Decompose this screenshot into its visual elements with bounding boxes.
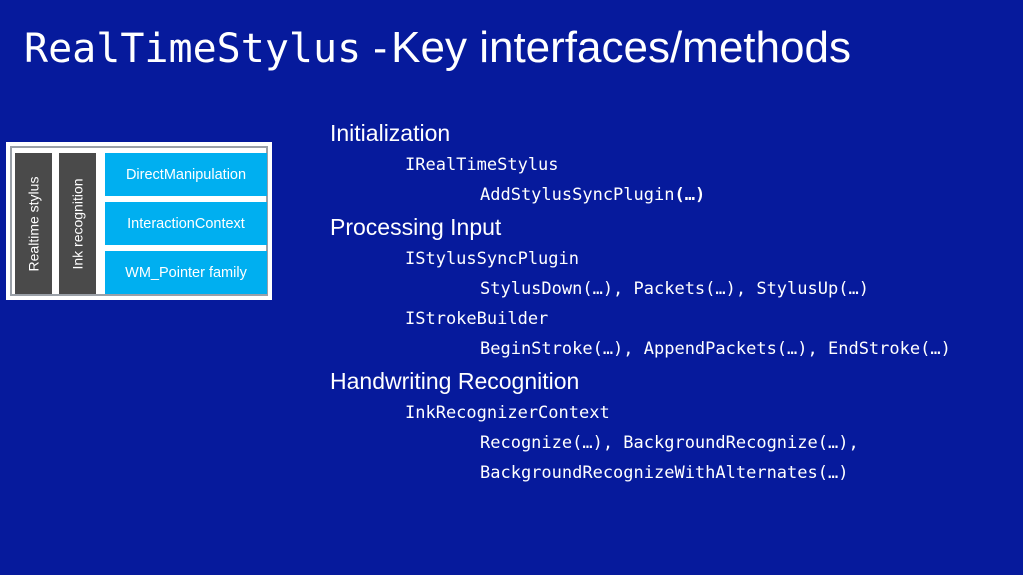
methods-stroke: BeginStroke(…), AppendPackets(…), EndStr… [480, 339, 951, 359]
slide-title: RealTimeStylus-Key interfaces/methods [24, 26, 851, 70]
method-addstylussyncplugin-args: (…) [674, 185, 706, 205]
method-addstylussyncplugin: AddStylusSyncPlugin(…) [330, 180, 1020, 210]
interface-istylussyncplugin: IStylusSyncPlugin [405, 249, 579, 269]
architecture-diagram-frame: Realtime stylus Ink recognition DirectMa… [10, 146, 268, 296]
methods-recognize-alternates: BackgroundRecognizeWithAlternates(…) [480, 463, 849, 483]
interface-inkrecognizercontext: InkRecognizerContext [405, 403, 610, 423]
interface-irealtimestylus: IRealTimeStylus [405, 155, 559, 175]
direct-manipulation-box: DirectManipulation [105, 153, 267, 196]
heading-handwriting-recognition: Handwriting Recognition [330, 368, 580, 394]
title-rest: Key interfaces/methods [391, 23, 851, 72]
methods-recognize: Recognize(…), BackgroundRecognize(…), [480, 433, 859, 453]
architecture-diagram: Realtime stylus Ink recognition DirectMa… [6, 142, 272, 300]
method-addstylussyncplugin-name: AddStylusSyncPlugin [480, 185, 675, 205]
ink-recognition-box: Ink recognition [59, 153, 96, 294]
interaction-context-box: InteractionContext [105, 202, 267, 245]
methods-stylus: StylusDown(…), Packets(…), StylusUp(…) [480, 279, 869, 299]
title-separator: - [373, 24, 388, 71]
realtime-stylus-box: Realtime stylus [15, 153, 52, 294]
content-outline: Initialization IRealTimeStylus AddStylus… [330, 116, 1020, 488]
interface-istrokebuilder: IStrokeBuilder [405, 309, 549, 329]
ink-recognition-label: Ink recognition [69, 177, 86, 270]
heading-processing-input: Processing Input [330, 214, 502, 240]
realtime-stylus-label: Realtime stylus [25, 176, 42, 271]
title-code-part: RealTimeStylus [24, 26, 362, 72]
wm-pointer-family-box: WM_Pointer family [105, 251, 267, 294]
heading-initialization: Initialization [330, 120, 451, 146]
